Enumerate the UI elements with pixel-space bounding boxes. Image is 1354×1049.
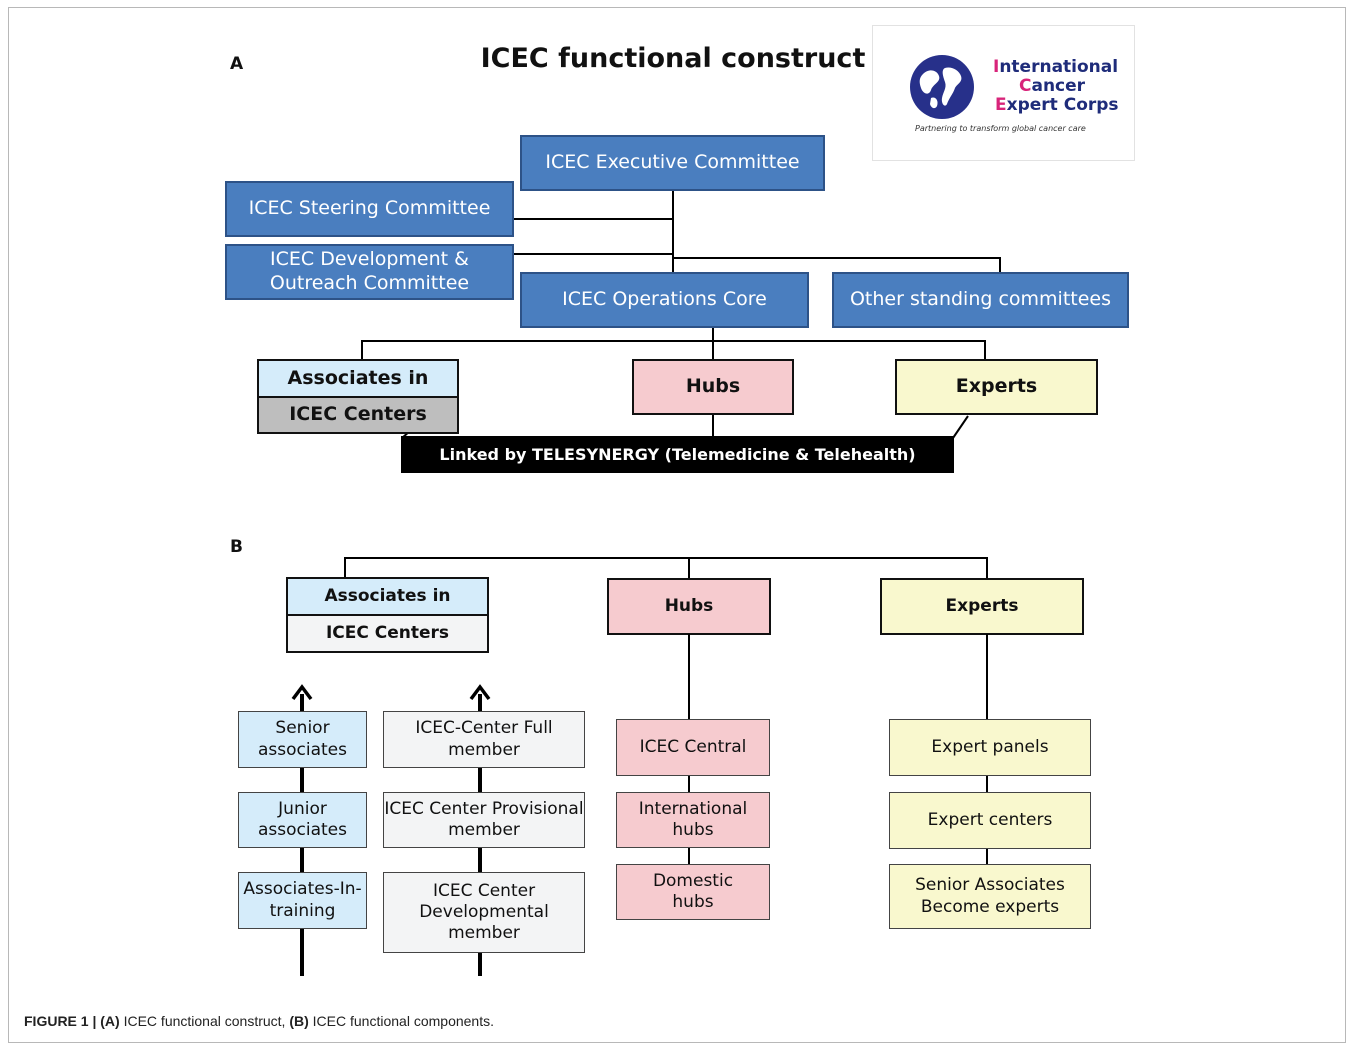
connector-b-top xyxy=(345,557,987,559)
connector-b-experts-drop xyxy=(986,557,988,579)
panel-b-label: B xyxy=(230,537,243,557)
globe-icon xyxy=(910,55,974,119)
senior-associates-become-experts-box: Senior Associates Become experts xyxy=(889,864,1091,929)
b-experts-box: Experts xyxy=(880,578,1084,635)
connector-other-committees xyxy=(672,257,1000,259)
logo-text-line2: Cancer xyxy=(1019,76,1086,96)
connector-other-committees-drop xyxy=(999,257,1001,272)
connector-b-hubs-drop xyxy=(688,557,690,579)
executive-committee-box: ICEC Executive Committee xyxy=(520,135,825,191)
figure-frame xyxy=(8,7,1346,1043)
international-hubs-box: International hubs xyxy=(616,792,770,848)
figure-caption: FIGURE 1 | (A) ICEC functional construct… xyxy=(24,1013,494,1029)
icec-logo: International Cancer Expert Corps Partne… xyxy=(872,25,1135,161)
a-associates-box: Associates in xyxy=(257,359,459,398)
other-committees-box: Other standing committees xyxy=(832,272,1129,328)
junior-associates-box: Junior associates xyxy=(238,792,367,848)
center-developmental-member-box: ICEC Center Developmental member xyxy=(383,872,585,953)
telesynergy-bar: Linked by TELESYNERGY (Telemedicine & Te… xyxy=(401,436,954,473)
up-arrow-icon xyxy=(291,684,313,701)
connector-a-branch xyxy=(362,340,986,342)
steering-committee-box: ICEC Steering Committee xyxy=(225,181,514,237)
connector-experts-levels xyxy=(986,634,988,720)
connector-a-associates-drop xyxy=(361,340,363,360)
senior-associates-box: Senior associates xyxy=(238,711,367,768)
connector-development xyxy=(514,253,674,255)
domestic-hubs-box: Domestic hubs xyxy=(616,864,770,920)
logo-text-line1: International xyxy=(993,57,1119,77)
connector-steering xyxy=(514,218,674,220)
icec-central-box: ICEC Central xyxy=(616,719,770,776)
connector-hubs-levels xyxy=(688,634,690,720)
b-hubs-box: Hubs xyxy=(607,578,771,635)
expert-centers-box: Expert centers xyxy=(889,792,1091,849)
a-hubs-box: Hubs xyxy=(632,359,794,415)
connector-b-associates-drop xyxy=(344,557,346,579)
a-centers-box: ICEC Centers xyxy=(257,396,459,434)
connector-a-hubs-drop xyxy=(712,327,714,360)
page-title: ICEC functional construct xyxy=(480,43,866,74)
connector-exec-trunk xyxy=(672,190,674,272)
connector-a-experts-drop xyxy=(984,340,986,360)
associates-in-training-box: Associates-In-training xyxy=(238,872,367,929)
connector-hubs-telesynergy xyxy=(712,414,714,437)
development-committee-box: ICEC Development & Outreach Committee xyxy=(225,244,514,300)
center-full-member-box: ICEC-Center Full member xyxy=(383,711,585,768)
b-associates-box: Associates in xyxy=(286,577,489,616)
panel-a-label: A xyxy=(230,54,244,74)
up-arrow-icon xyxy=(469,684,491,701)
operations-core-box: ICEC Operations Core xyxy=(520,272,809,328)
expert-panels-box: Expert panels xyxy=(889,719,1091,776)
center-provisional-member-box: ICEC Center Provisional member xyxy=(383,792,585,848)
logo-text-line3: Expert Corps xyxy=(995,95,1119,115)
logo-tagline: Partnering to transform global cancer ca… xyxy=(915,124,1086,133)
b-centers-box: ICEC Centers xyxy=(286,614,489,653)
a-experts-box: Experts xyxy=(895,359,1098,415)
